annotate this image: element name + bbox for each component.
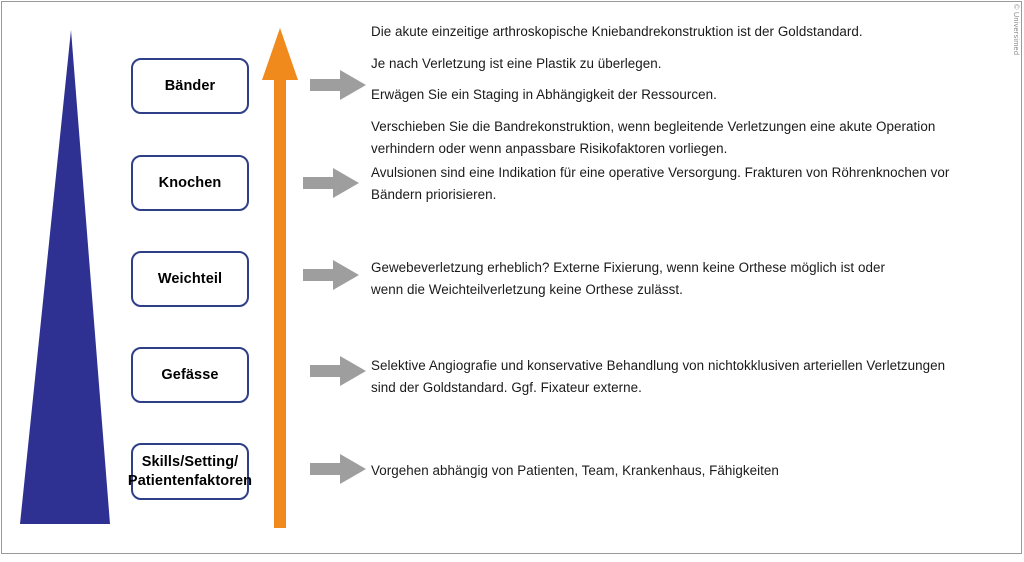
gray-right-arrow-icon <box>303 168 359 198</box>
category-box-skills-setting-patientenfaktoren[interactable]: Skills/Setting/ Patientenfaktoren <box>127 443 253 500</box>
recommendation-line: Verschieben Sie die Bandrekonstruktion, … <box>371 119 936 156</box>
category-box-label: Bänder <box>164 77 216 94</box>
recommendation-line: Vorgehen abhängig von Patienten, Team, K… <box>371 463 779 478</box>
copyright-text: © Universimed <box>1012 4 1021 56</box>
copyright-credit: © Universimed <box>1008 4 1022 94</box>
category-box-gefaesse[interactable]: Gefässe <box>131 347 249 403</box>
recommendation-line: Avulsionen sind eine Indikation für eine… <box>371 165 950 202</box>
category-box-knochen[interactable]: Knochen <box>131 155 249 211</box>
category-box-label: Weichteil <box>157 270 223 287</box>
category-box-baender[interactable]: Bänder <box>131 58 249 114</box>
recommendation-line: Die akute einzeitige arthroskopische Kni… <box>371 24 863 39</box>
orange-up-arrow-icon <box>262 28 298 528</box>
recommendation-text-weichteil: Gewebeverletzung erheblich? Externe Fixi… <box>371 257 909 300</box>
recommendation-line: Gewebeverletzung erheblich? Externe Fixi… <box>371 260 885 297</box>
recommendation-line: Erwägen Sie ein Staging in Abhängigkeit … <box>371 87 717 103</box>
recommendation-line: Je nach Verletzung ist eine Plastik zu ü… <box>371 55 662 71</box>
blue-pyramid <box>20 30 110 524</box>
recommendation-text-baender: Die akute einzeitige arthroskopische Kni… <box>371 21 971 160</box>
category-box-weichteil[interactable]: Weichteil <box>131 251 249 307</box>
gray-right-arrow-icon <box>310 454 366 484</box>
gray-right-arrow-icon <box>310 70 366 100</box>
category-box-label: Skills/Setting/ Patientenfaktoren <box>127 454 253 489</box>
category-box-label: Gefässe <box>161 366 219 383</box>
recommendation-text-knochen: Avulsionen sind eine Indikation für eine… <box>371 162 966 205</box>
category-box-label: Knochen <box>158 174 222 191</box>
recommendation-text-skills-setting: Vorgehen abhängig von Patienten, Team, K… <box>371 460 966 482</box>
gray-right-arrow-icon <box>303 260 359 290</box>
recommendation-line: Selektive Angiografie und konservative B… <box>371 358 946 395</box>
gray-right-arrow-icon <box>310 356 366 386</box>
recommendation-text-gefaesse: Selektive Angiografie und konservative B… <box>371 355 966 398</box>
